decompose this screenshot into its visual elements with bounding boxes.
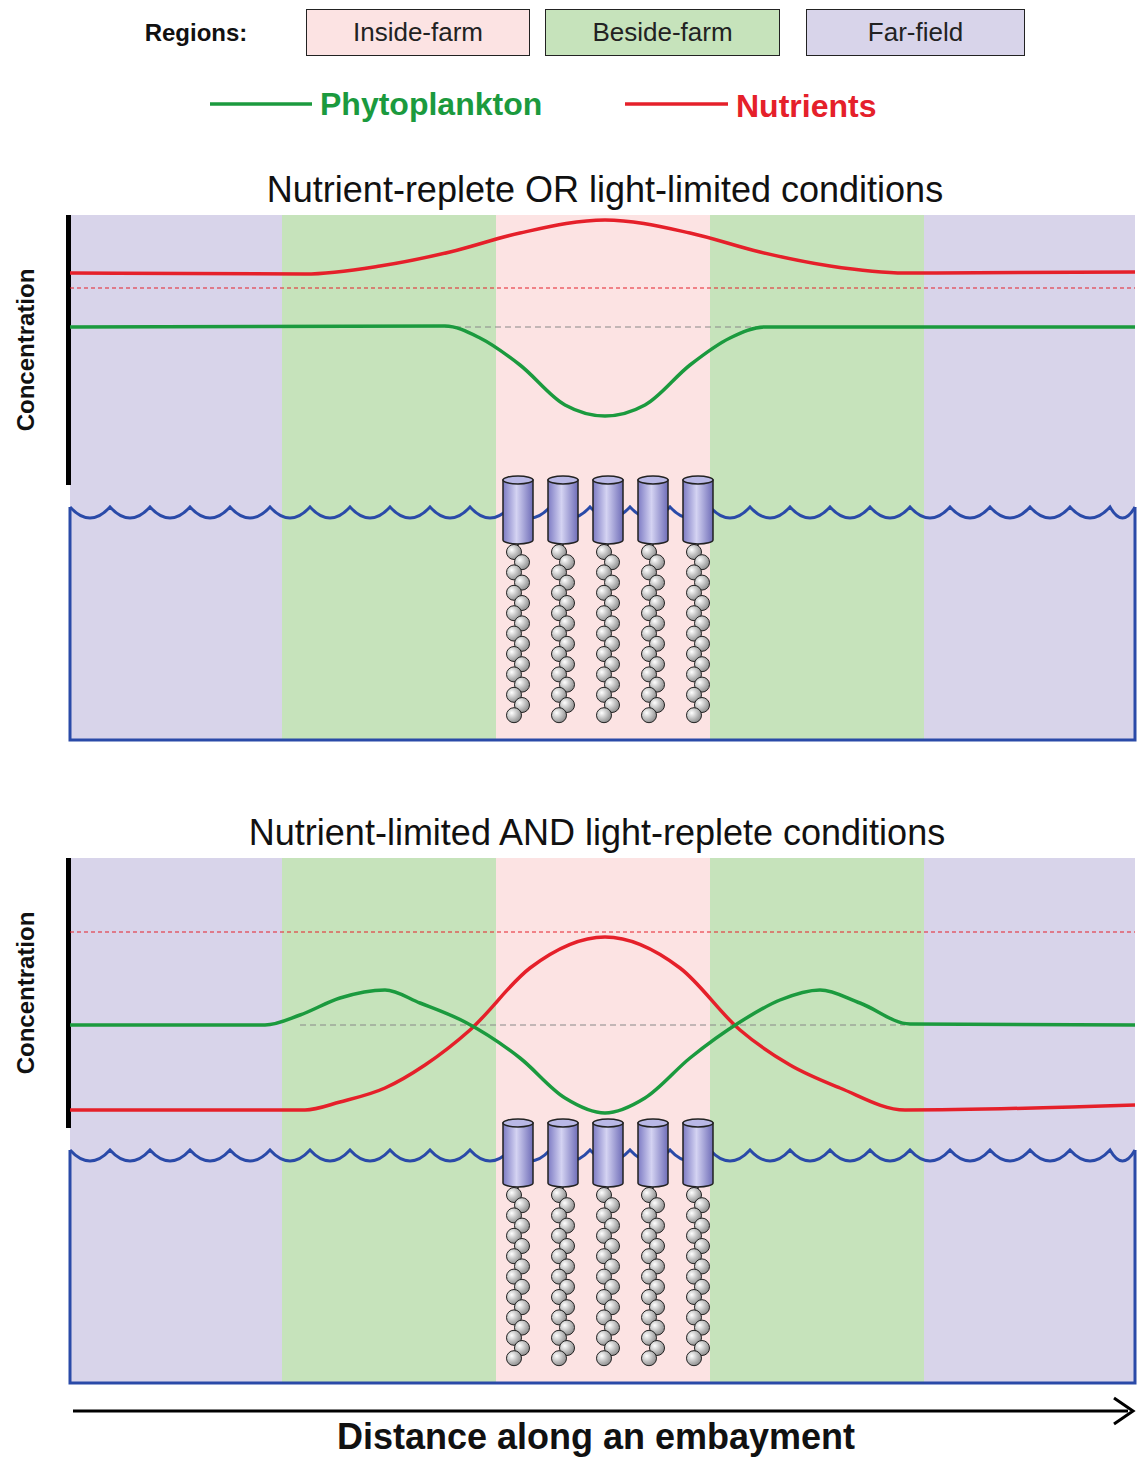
nutrient-curve bbox=[70, 220, 1135, 274]
mussel bbox=[552, 708, 567, 723]
legend-text: Far-field bbox=[868, 17, 963, 48]
buoy bbox=[503, 1123, 533, 1187]
buoy-top bbox=[638, 476, 668, 484]
mussel bbox=[642, 708, 657, 723]
legend-swatch: Far-field bbox=[806, 9, 1025, 56]
buoy bbox=[683, 480, 713, 544]
buoy bbox=[683, 1123, 713, 1187]
axis-label: Concentration bbox=[12, 269, 40, 432]
buoy bbox=[503, 480, 533, 544]
region-band bbox=[282, 858, 496, 1383]
region-band bbox=[924, 215, 1135, 740]
phytoplankton-curve bbox=[70, 990, 1135, 1113]
legend-text: Inside-farm bbox=[353, 17, 483, 48]
buoy-top bbox=[503, 476, 533, 484]
legend-text: Phytoplankton bbox=[320, 86, 542, 123]
mussel bbox=[507, 1351, 522, 1366]
buoy-top bbox=[638, 1119, 668, 1127]
panel bbox=[66, 858, 1135, 1383]
panel-title: Nutrient-limited AND light-replete condi… bbox=[249, 812, 945, 854]
buoy-top bbox=[683, 476, 713, 484]
region-band bbox=[496, 215, 710, 740]
mussel bbox=[552, 1351, 567, 1366]
buoy-top bbox=[683, 1119, 713, 1127]
axis-label: Concentration bbox=[12, 912, 40, 1075]
buoy bbox=[638, 1123, 668, 1187]
axis-bar bbox=[66, 858, 71, 1128]
region-band bbox=[282, 215, 496, 740]
buoy-top bbox=[503, 1119, 533, 1127]
buoy-top bbox=[548, 476, 578, 484]
buoy bbox=[548, 1123, 578, 1187]
panel-title: Nutrient-replete OR light-limited condit… bbox=[267, 169, 943, 211]
buoy-top bbox=[593, 476, 623, 484]
mussel bbox=[687, 1351, 702, 1366]
buoy-top bbox=[593, 1119, 623, 1127]
legend-swatch: Inside-farm bbox=[306, 9, 530, 56]
region-band bbox=[924, 858, 1135, 1383]
buoy bbox=[593, 480, 623, 544]
distance-axis bbox=[73, 1410, 1128, 1413]
reference-line bbox=[300, 1025, 905, 1026]
buoy-top bbox=[548, 1119, 578, 1127]
mussel bbox=[642, 1351, 657, 1366]
panel bbox=[66, 215, 1135, 740]
region-band bbox=[710, 858, 924, 1383]
axis-bar bbox=[66, 215, 71, 485]
legend-heading: Regions: bbox=[145, 19, 248, 47]
buoy bbox=[593, 1123, 623, 1187]
region-band bbox=[70, 858, 282, 1383]
arrow-head bbox=[1114, 1398, 1133, 1424]
mussel bbox=[507, 708, 522, 723]
phytoplankton-curve bbox=[70, 326, 1135, 416]
reference-line bbox=[70, 288, 1135, 289]
axis-label: Distance along an embayment bbox=[337, 1416, 855, 1458]
mussel bbox=[687, 708, 702, 723]
region-band bbox=[70, 215, 282, 740]
legend-line-sample bbox=[210, 102, 312, 106]
legend-swatch: Beside-farm bbox=[545, 9, 780, 56]
legend-text: Nutrients bbox=[736, 88, 876, 125]
mussel bbox=[597, 708, 612, 723]
legend-text: Beside-farm bbox=[592, 17, 732, 48]
mussel bbox=[597, 1351, 612, 1366]
region-band bbox=[710, 215, 924, 740]
reference-line bbox=[445, 327, 765, 328]
reference-line bbox=[70, 932, 1135, 933]
buoy bbox=[548, 480, 578, 544]
buoy bbox=[638, 480, 668, 544]
legend-line-sample bbox=[625, 102, 728, 106]
